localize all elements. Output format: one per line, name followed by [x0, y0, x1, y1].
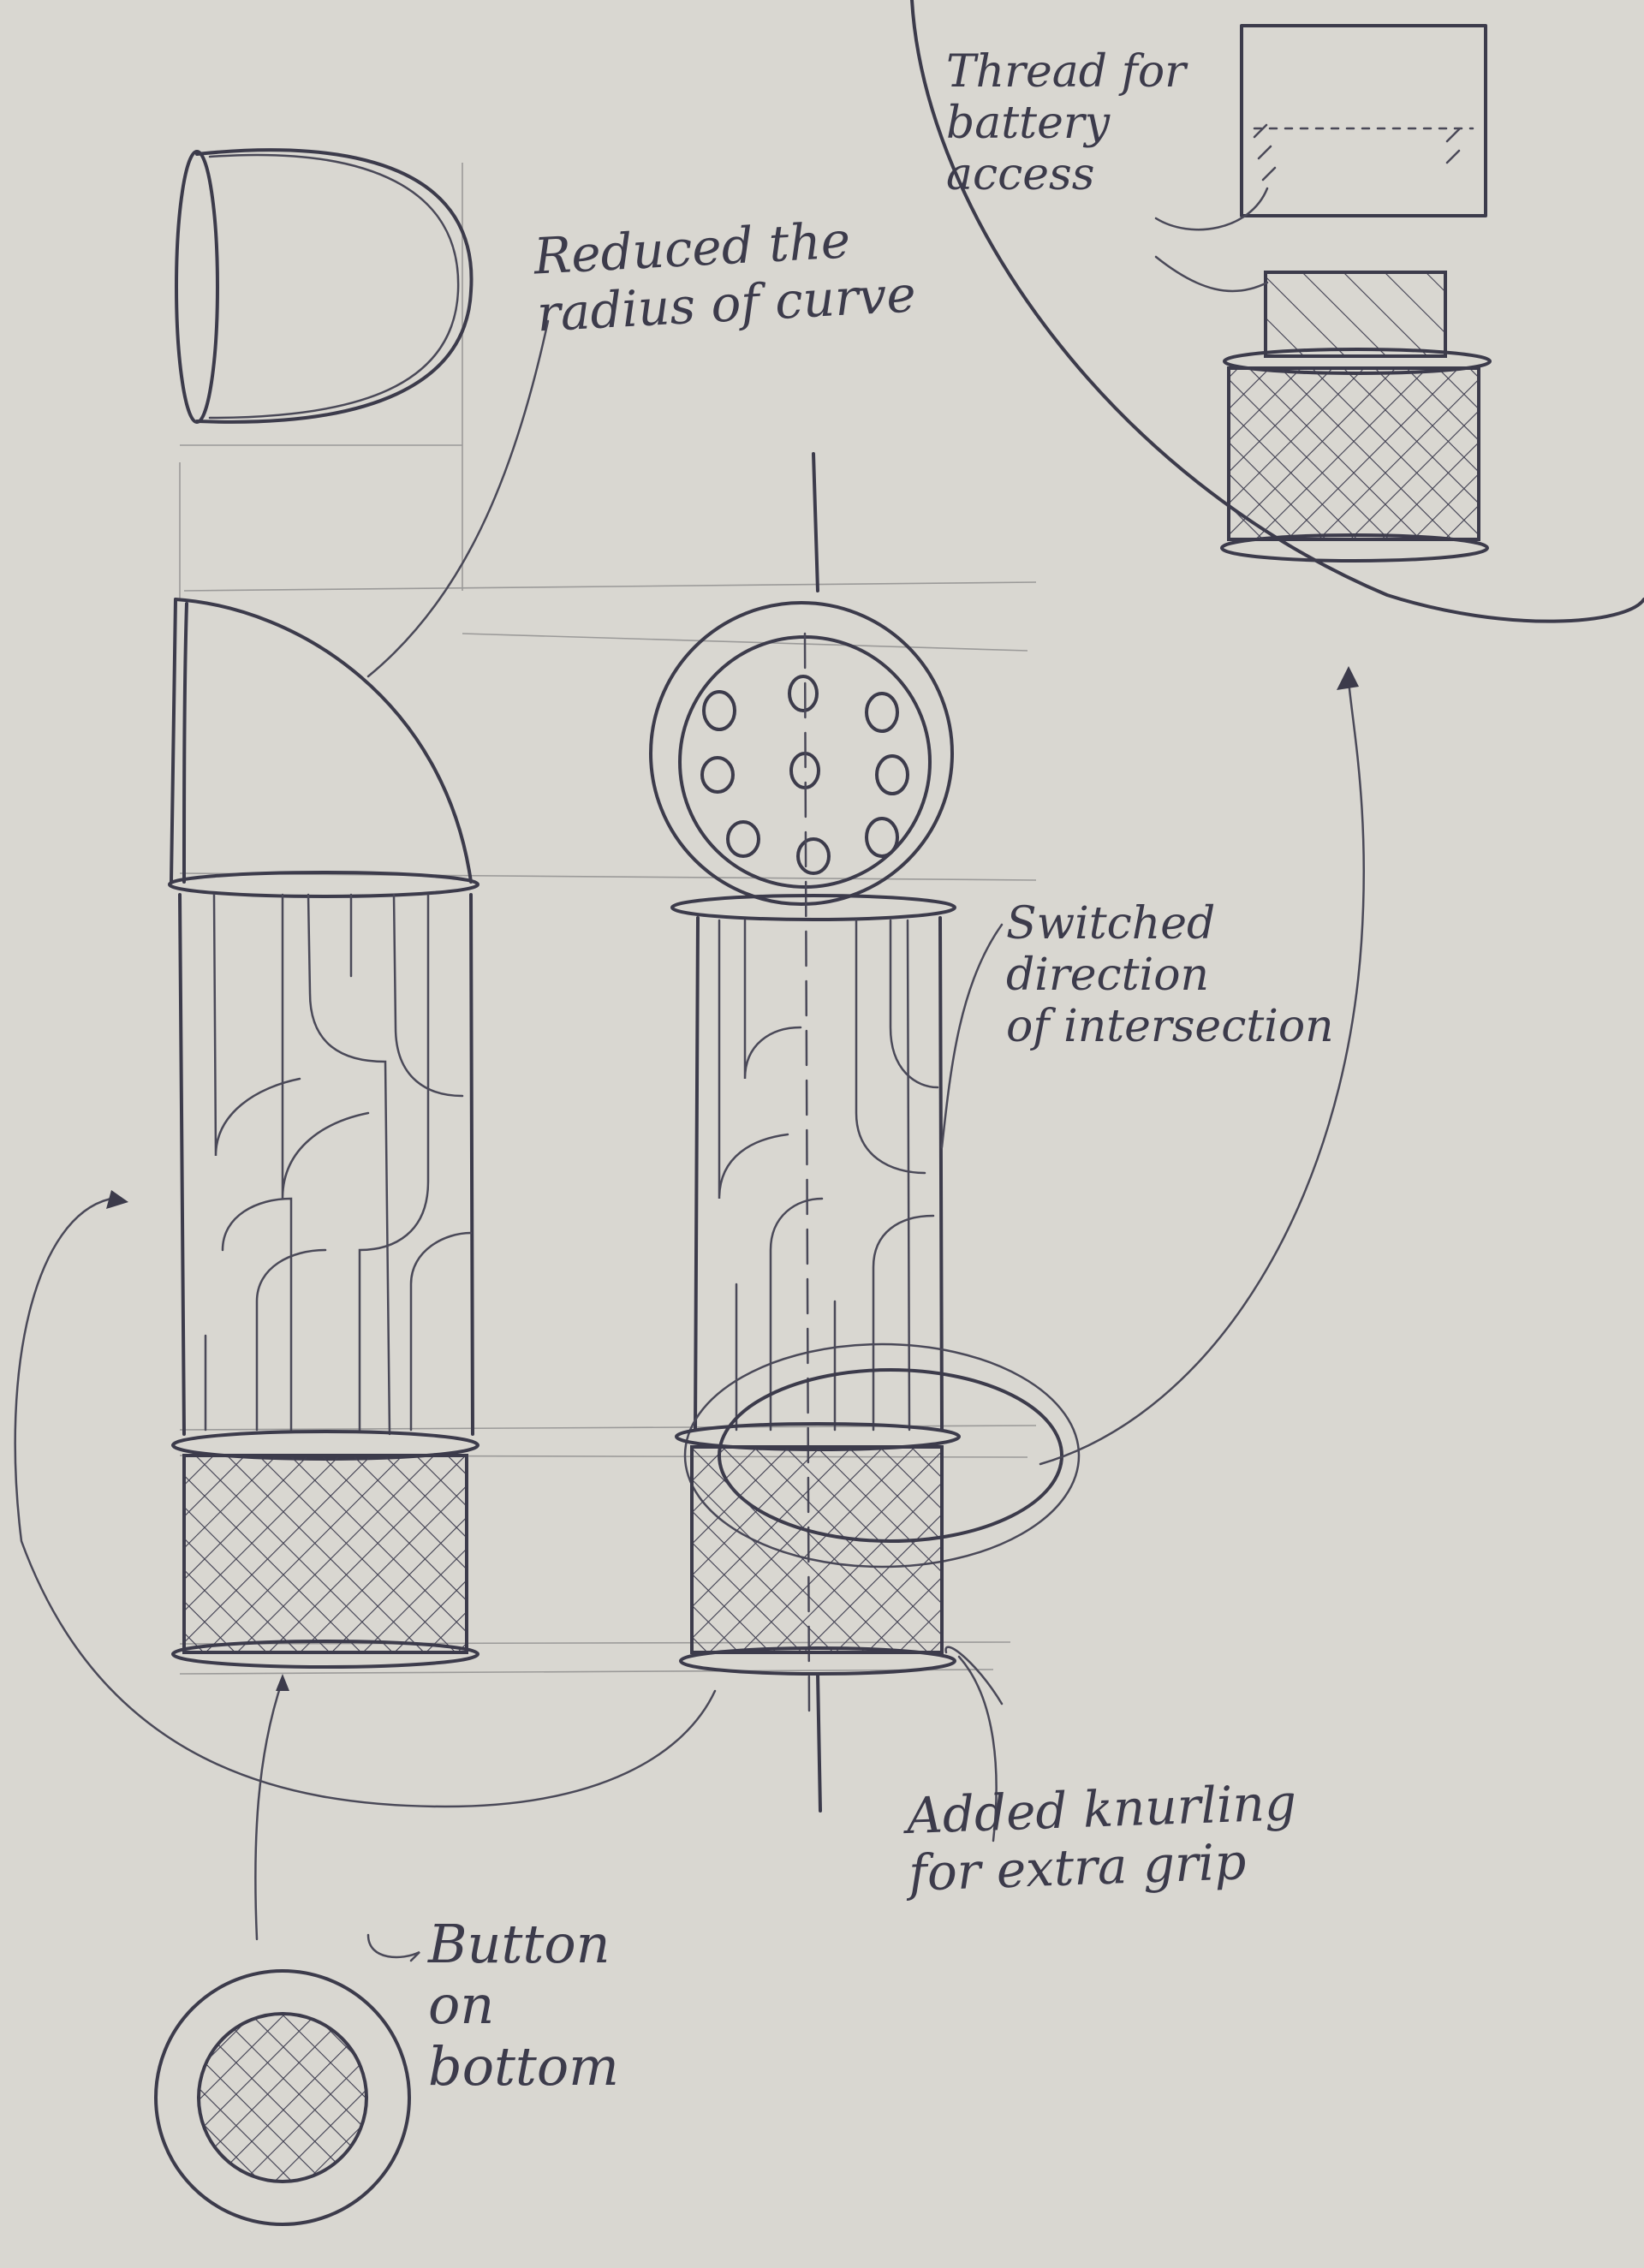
annotation-reduced-radius: Reduced the radius of curve	[532, 211, 918, 343]
leader-lines	[14, 319, 1365, 1962]
bottom-button	[154, 1969, 411, 2226]
annotation-added-knurling: Added knurling for extra grip	[905, 1773, 1298, 1902]
detail-bubble	[910, 0, 1644, 623]
flashlight-right	[649, 452, 1081, 1813]
end-cap-side-view	[175, 148, 474, 424]
flashlight-left	[168, 598, 480, 1669]
annotation-thread-battery-access: Thread for battery access	[946, 46, 1187, 200]
annotation-switched-direction: Switched direction of intersection	[1006, 898, 1334, 1052]
annotation-button-on-bottom: Button on bottom	[428, 1913, 619, 2098]
